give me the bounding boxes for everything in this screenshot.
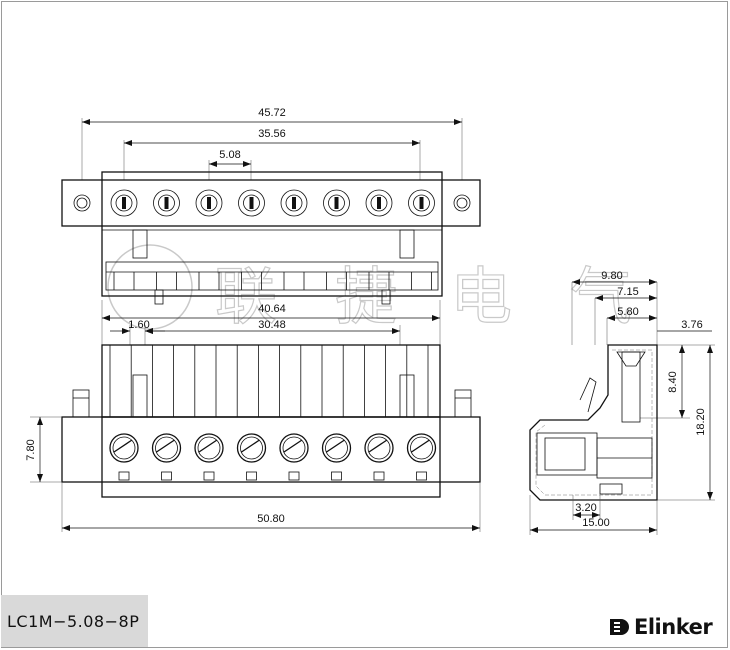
front-screw-slot xyxy=(198,439,218,453)
side-view: 9.80 7.15 5.80 3.76 8.40 18.20 xyxy=(529,270,715,535)
front-screw-slot xyxy=(283,439,303,453)
top-pin-slots xyxy=(110,189,435,290)
front-screw-slot xyxy=(368,439,388,453)
top-screw-housing xyxy=(238,189,265,217)
watermark-char-3: 电 xyxy=(450,260,512,333)
dim-top-span: 35.56 xyxy=(258,128,286,140)
top-screw-slot xyxy=(164,197,169,209)
top-screw-head xyxy=(200,194,218,212)
dim-mid-span-b: 30.48 xyxy=(258,319,286,331)
dim-side-1500: 15.00 xyxy=(582,517,610,529)
top-screw-head xyxy=(115,194,133,212)
front-wire-entry xyxy=(373,471,385,481)
watermark-circle-icon xyxy=(107,244,193,330)
front-screw-rim xyxy=(155,436,178,460)
elinker-logo-icon xyxy=(610,619,629,635)
watermark: 联 捷 电 气 xyxy=(107,244,633,334)
dim-side-320: 3.20 xyxy=(575,502,596,514)
dim-side-980: 9.80 xyxy=(601,270,622,282)
top-screw-slot xyxy=(334,197,339,209)
front-screw-head xyxy=(151,433,182,463)
front-wire-entry xyxy=(118,471,130,481)
part-number-label: LC1M−5.08−8P xyxy=(1,595,148,647)
brand-logo: Elinker xyxy=(608,612,720,642)
front-wire-entry xyxy=(246,471,257,481)
front-screw-head xyxy=(236,433,267,463)
dim-side-715: 7.15 xyxy=(617,286,638,298)
front-screw-head xyxy=(279,433,309,463)
front-screw-rim xyxy=(240,436,263,460)
top-screw-slot xyxy=(122,197,126,209)
front-screw-rim xyxy=(367,436,391,460)
front-wire-entry xyxy=(416,471,427,481)
top-screw-housing xyxy=(280,189,308,217)
top-screw-head xyxy=(243,194,260,212)
front-screw-slot xyxy=(241,439,260,453)
top-screw-housing xyxy=(365,189,393,217)
dim-front-height: 7.80 xyxy=(25,439,37,460)
front-view: 40.64 30.48 1.60 xyxy=(25,300,481,532)
top-screw-housing xyxy=(408,189,435,217)
top-screw-head xyxy=(285,194,303,212)
dim-top-pitch: 5.08 xyxy=(219,149,240,161)
dim-mid-small: 1.60 xyxy=(128,319,149,331)
front-wire-entry xyxy=(203,471,215,481)
dim-side-580: 5.80 xyxy=(617,306,638,318)
top-screw-housing xyxy=(110,189,138,217)
brand-name: Elinker xyxy=(634,615,713,639)
top-screw-housing xyxy=(323,189,350,217)
top-screw-slot xyxy=(249,197,254,209)
front-screw-head xyxy=(321,433,352,463)
front-screw-rim xyxy=(282,436,306,460)
front-screw-rim xyxy=(112,436,136,460)
front-screw-rim xyxy=(197,436,221,460)
front-screw-slot xyxy=(411,439,430,453)
top-screw-slot xyxy=(292,197,296,209)
top-screw-slot xyxy=(419,197,424,209)
front-wire-entry xyxy=(161,471,172,481)
top-screw-head xyxy=(328,194,345,212)
front-screw-rim xyxy=(325,436,348,460)
top-screw-head xyxy=(413,194,430,212)
front-wire-entry xyxy=(331,471,342,481)
top-view: 45.72 35.56 5.08 xyxy=(61,107,481,305)
top-screw-slot xyxy=(377,197,381,209)
dim-front-width: 50.80 xyxy=(257,513,285,525)
top-screw-slot xyxy=(207,197,211,209)
dim-side-376: 3.76 xyxy=(681,319,702,331)
front-screw-head xyxy=(194,433,224,463)
top-screw-housing xyxy=(195,189,223,217)
front-screw-rim xyxy=(410,436,433,460)
top-screw-head xyxy=(158,194,175,212)
dim-mid-span-a: 40.64 xyxy=(258,303,286,315)
front-screw-slot xyxy=(326,439,345,453)
front-screw-slot xyxy=(113,439,133,453)
front-screws xyxy=(109,433,437,481)
dim-side-840: 8.40 xyxy=(667,371,679,392)
top-screw-head xyxy=(370,194,388,212)
front-ribs xyxy=(109,345,429,417)
dim-side-1820: 18.20 xyxy=(695,408,707,436)
dim-top-overall: 45.72 xyxy=(258,107,286,119)
front-screw-head xyxy=(364,433,394,463)
top-screw-housing xyxy=(153,189,180,217)
front-wire-entry xyxy=(288,471,300,481)
front-screw-slot xyxy=(156,439,175,453)
front-screw-head xyxy=(109,433,139,463)
front-screw-head xyxy=(406,433,437,463)
